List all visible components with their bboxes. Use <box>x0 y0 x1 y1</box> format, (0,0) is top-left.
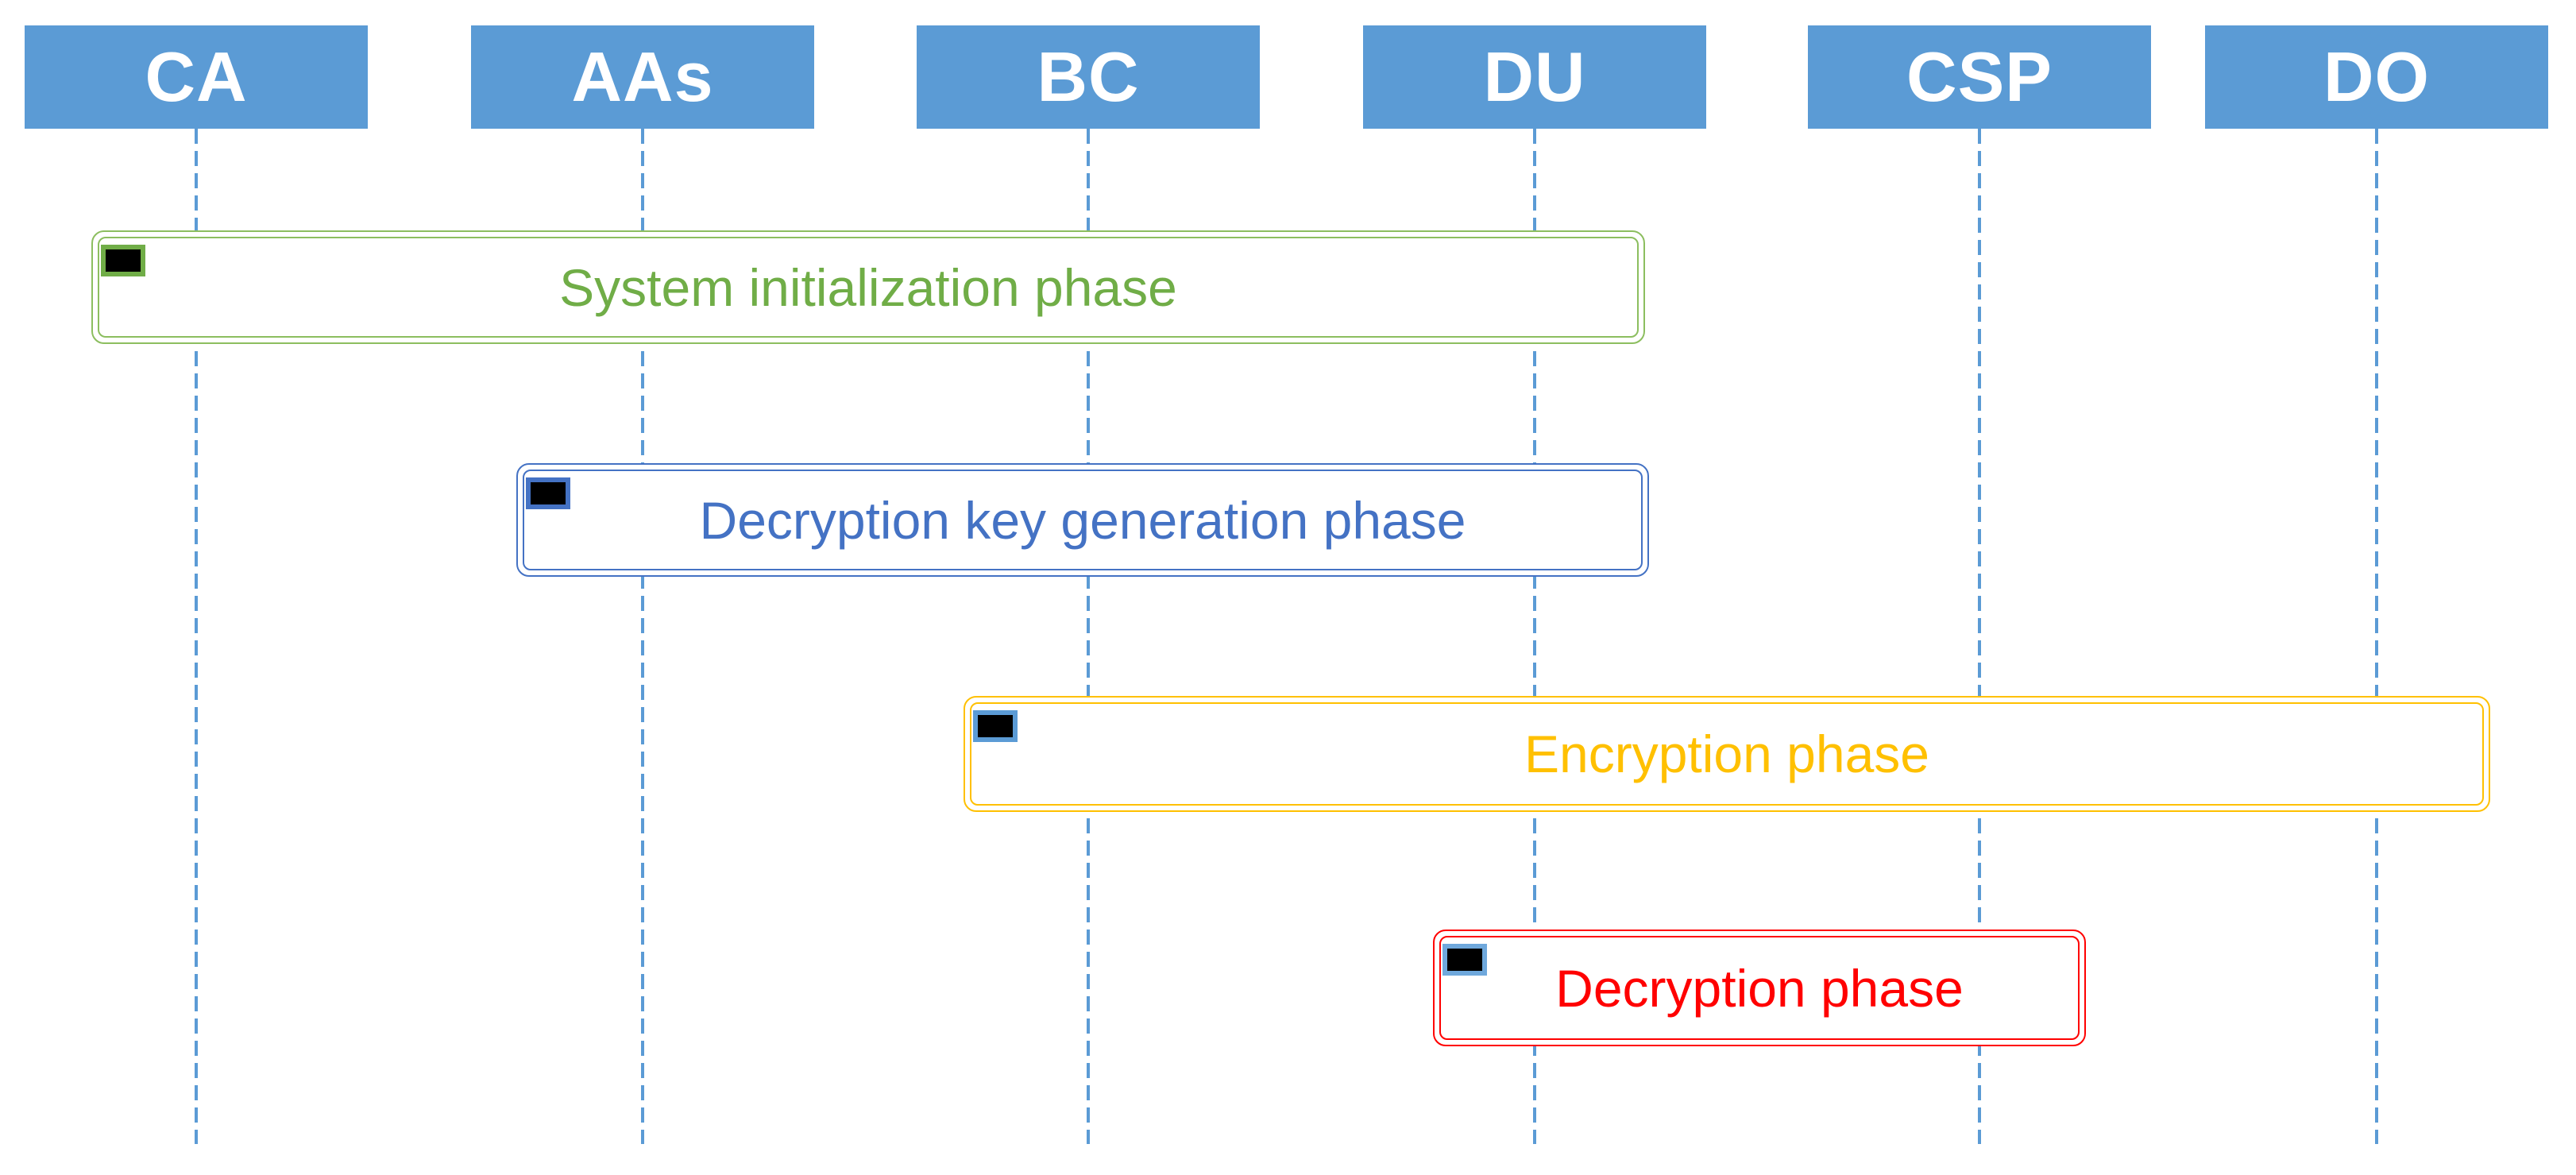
phase-box-decryption-key-generation: Decryption key generation phase <box>516 463 1649 577</box>
actor-box-do: DO <box>2205 25 2548 129</box>
actor-box-csp: CSP <box>1808 25 2151 129</box>
phase-label-encryption: Encryption phase <box>1524 725 1929 783</box>
phase-inner-border <box>98 237 1639 338</box>
phase-marker-icon <box>1442 944 1487 976</box>
phase-box-decryption: Decryption phase <box>1433 930 2086 1046</box>
actor-label-do: DO <box>2323 37 2430 116</box>
phase-label-decryption-key-generation: Decryption key generation phase <box>699 490 1466 550</box>
phase-box-system-initialization: System initialization phase <box>91 230 1645 344</box>
actor-box-aas: AAs <box>471 25 814 129</box>
phase-label-system-initialization: System initialization phase <box>559 257 1177 317</box>
actor-label-du: DU <box>1483 37 1586 116</box>
actor-box-du: DU <box>1363 25 1706 129</box>
actor-label-csp: CSP <box>1906 37 2053 116</box>
phase-inner-border <box>1439 936 2080 1040</box>
lifeline-csp <box>1978 129 1981 1144</box>
phase-inner-border <box>970 702 2484 806</box>
lifeline-bc <box>1087 129 1090 1144</box>
phase-box-encryption: Encryption phase <box>964 696 2490 812</box>
actor-label-bc: BC <box>1037 37 1140 116</box>
lifeline-aas <box>641 129 644 1144</box>
lifeline-do <box>2375 129 2378 1144</box>
actor-box-ca: CA <box>25 25 368 129</box>
lifeline-ca <box>195 129 198 1144</box>
actor-label-aas: AAs <box>571 37 714 116</box>
phase-inner-border <box>523 470 1643 570</box>
actor-box-bc: BC <box>917 25 1260 129</box>
phase-marker-icon <box>526 477 570 509</box>
phase-marker-icon <box>973 710 1018 742</box>
actor-label-ca: CA <box>145 37 248 116</box>
lifeline-du <box>1533 129 1536 1144</box>
phase-marker-icon <box>101 245 145 276</box>
phase-label-decryption: Decryption phase <box>1555 958 1964 1018</box>
